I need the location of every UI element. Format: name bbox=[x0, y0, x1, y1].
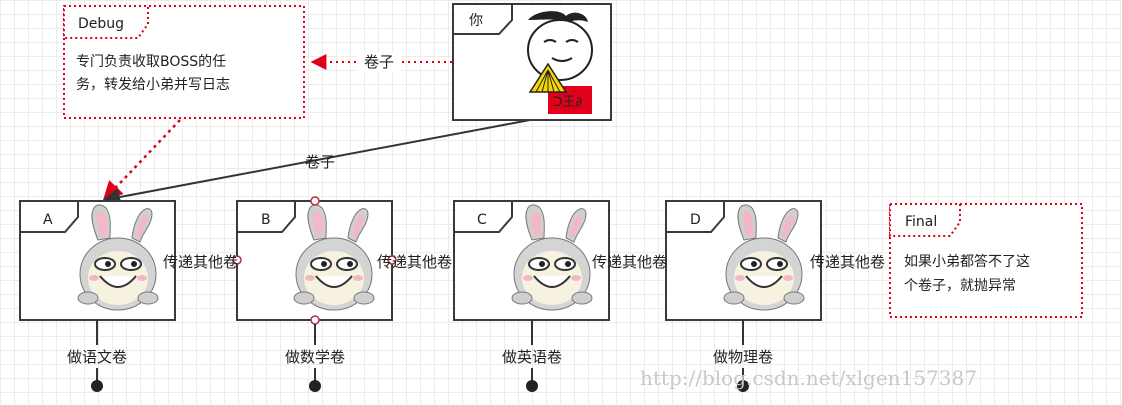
end-dot bbox=[526, 380, 538, 392]
task-label-c: 做英语卷 bbox=[502, 348, 562, 366]
final-text-line1: 如果小弟都答不了这 bbox=[904, 253, 1030, 270]
final-text-line2: 个卷子，就抛异常 bbox=[904, 278, 1016, 294]
node-a-tag: A bbox=[43, 212, 53, 228]
end-dot bbox=[737, 380, 749, 392]
pass-label-a: 传递其他卷 bbox=[163, 253, 238, 271]
pass-label-c: 传递其他卷 bbox=[592, 253, 667, 271]
task-label-d: 做物理卷 bbox=[713, 348, 773, 366]
task-label-b: 做数学卷 bbox=[285, 348, 345, 366]
node-c: C bbox=[453, 200, 610, 321]
node-d-tag: D bbox=[690, 212, 701, 228]
edge-label-bg bbox=[357, 52, 401, 72]
edge-label-you-to-a: 卷子 bbox=[305, 153, 335, 171]
final-tag-shape bbox=[889, 203, 961, 237]
boy-with-fan-icon: ᑐ王∂ bbox=[527, 11, 593, 114]
debug-tag-shape bbox=[63, 5, 149, 39]
svg-text:ᑐ王∂: ᑐ王∂ bbox=[553, 95, 582, 110]
pass-label-d: 传递其他卷 bbox=[810, 253, 885, 271]
connector-handle[interactable] bbox=[310, 315, 320, 325]
node-a: A bbox=[19, 200, 176, 321]
node-d: D bbox=[665, 200, 822, 321]
connector-handle[interactable] bbox=[387, 255, 397, 265]
edge-label-you-to-debug: 卷子 bbox=[364, 53, 394, 71]
connector-handle[interactable] bbox=[232, 255, 242, 265]
end-dot bbox=[309, 380, 321, 392]
debug-tag: Debug bbox=[78, 16, 124, 32]
node-b: B bbox=[232, 196, 397, 325]
you-tag-shape bbox=[452, 3, 513, 35]
edge-you-to-a bbox=[102, 119, 531, 206]
you-tag: 你 bbox=[469, 13, 483, 29]
node-b-tag: B bbox=[261, 212, 271, 228]
pass-label-b: 传递其他卷 bbox=[377, 253, 452, 271]
end-dot bbox=[91, 380, 103, 392]
edge-debug-to-a bbox=[102, 119, 181, 202]
debug-text-line2: 务，转发给小弟并写日志 bbox=[76, 77, 230, 93]
final-tag: Final bbox=[905, 214, 937, 230]
node-c-tag: C bbox=[477, 212, 487, 228]
watermark: http://blog.csdn.net/xlgen157387 bbox=[640, 366, 977, 390]
connector-handle[interactable] bbox=[310, 196, 320, 206]
debug-text-line1: 专门负责收取BOSS的任 bbox=[76, 54, 226, 70]
task-label-a: 做语文卷 bbox=[67, 348, 127, 366]
